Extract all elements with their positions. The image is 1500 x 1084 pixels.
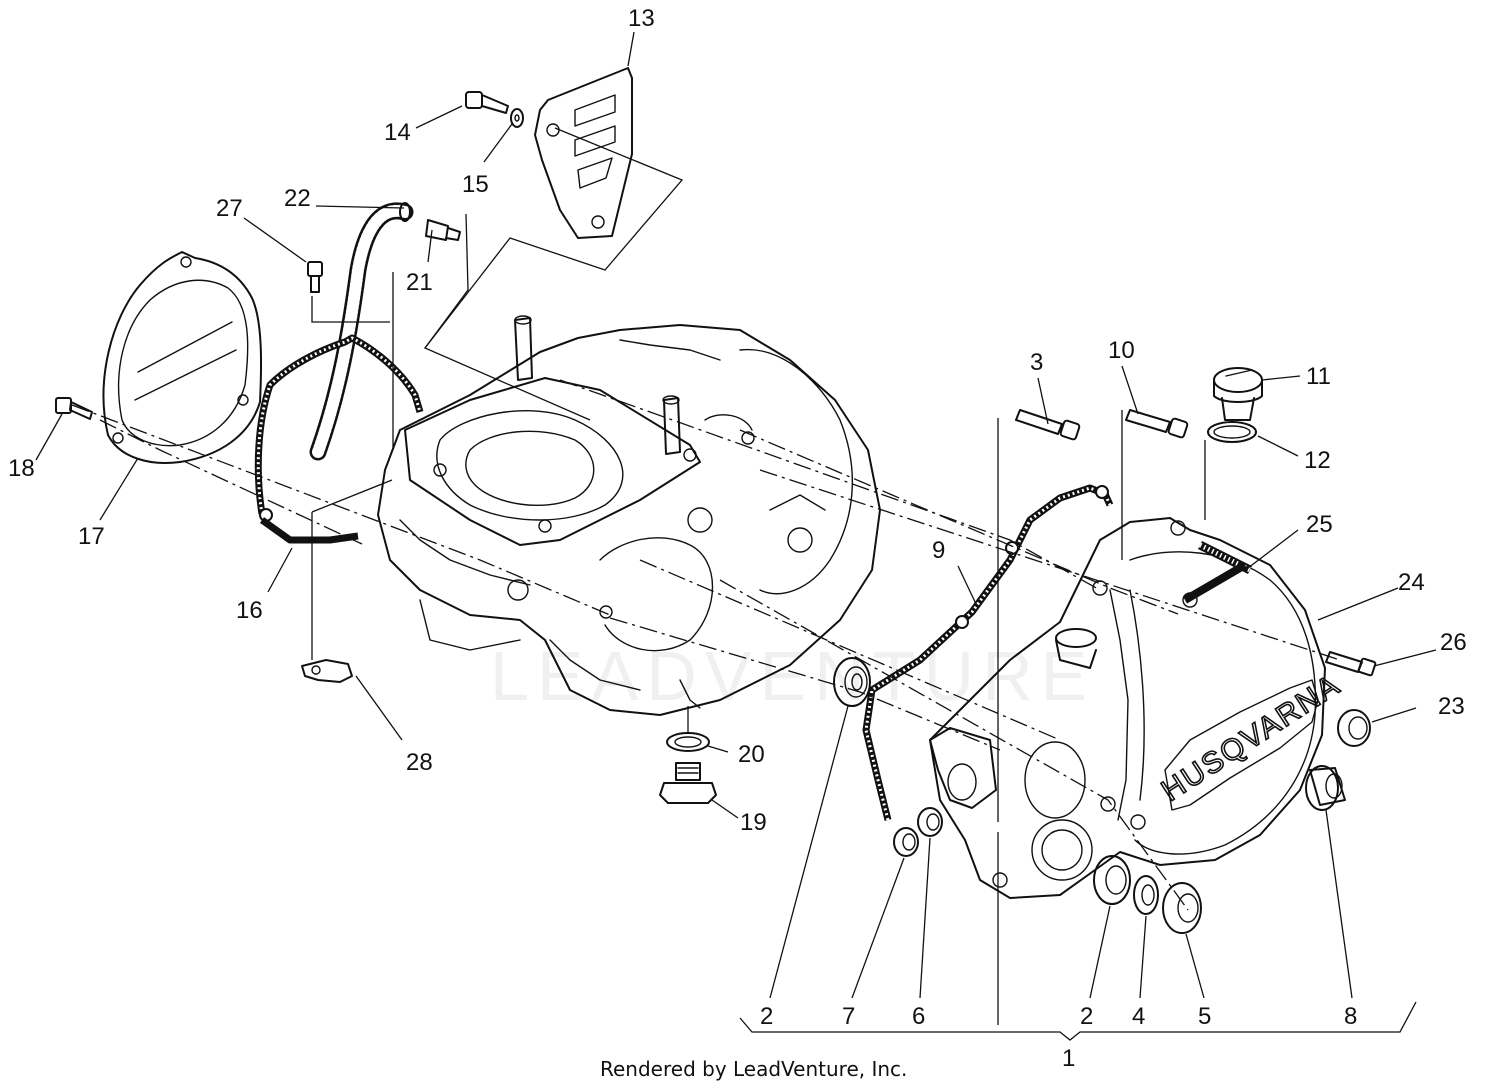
callout-2-left: 2 <box>760 1003 773 1030</box>
callout-10: 10 <box>1108 337 1135 364</box>
callout-5: 5 <box>1198 1003 1211 1030</box>
callout-16: 16 <box>236 597 263 624</box>
part-18-bolt <box>55 397 93 420</box>
part-23-seal <box>1337 709 1371 747</box>
leader-lines <box>35 31 1437 999</box>
callout-12: 12 <box>1304 447 1331 474</box>
callout-24: 24 <box>1398 569 1425 596</box>
part-28-clip <box>301 659 353 683</box>
callout-8: 8 <box>1344 1003 1357 1030</box>
callout-27: 27 <box>216 195 243 222</box>
part-19-drain-plug <box>659 762 717 804</box>
part-27-bolt <box>307 261 323 293</box>
callout-22: 22 <box>284 185 311 212</box>
callout-13: 13 <box>628 5 655 32</box>
callout-14: 14 <box>384 119 411 146</box>
part-26-bolt <box>1325 651 1377 677</box>
part-25-gasket <box>1182 561 1248 604</box>
callout-18: 18 <box>8 455 35 482</box>
part-2-bearing-right <box>1093 855 1131 905</box>
assembly-lines <box>71 127 1341 1025</box>
part-13-sprocket-guard <box>534 67 633 239</box>
callout-26: 26 <box>1440 629 1467 656</box>
part-22-hose <box>309 202 414 461</box>
part-3-bolt <box>1015 409 1081 441</box>
callout-labels: 13 14 15 22 27 21 18 17 16 28 20 19 9 3 … <box>8 5 1467 1072</box>
callout-28: 28 <box>406 749 433 776</box>
part-12-oring <box>1207 421 1257 443</box>
cover-brand-text: HUSQVARNA <box>1156 668 1347 808</box>
crankcase-body <box>377 315 881 716</box>
callout-15: 15 <box>462 171 489 198</box>
part-21-fitting <box>425 219 461 241</box>
callout-6: 6 <box>912 1003 925 1030</box>
part-7-seal <box>893 827 919 857</box>
callout-7: 7 <box>842 1003 855 1030</box>
part-2-bearing-left <box>833 657 871 707</box>
callout-4: 4 <box>1132 1003 1145 1030</box>
credit-text: Rendered by LeadVenture, Inc. <box>600 1057 907 1081</box>
assembly-bracket <box>739 1001 1417 1041</box>
part-17-ignition-cover <box>102 251 263 464</box>
part-16-gasket <box>254 334 424 544</box>
watermark-text: LEADVENTURE <box>490 637 1095 715</box>
part-6-seal <box>917 807 943 837</box>
part-11-fill-plug <box>1213 367 1263 421</box>
callout-11: 11 <box>1306 363 1331 390</box>
callout-3: 3 <box>1030 349 1043 376</box>
callout-25: 25 <box>1306 511 1333 538</box>
part-20-washer <box>666 732 710 752</box>
callout-17: 17 <box>78 523 105 550</box>
callout-1: 1 <box>1062 1045 1075 1072</box>
callout-9: 9 <box>932 537 945 564</box>
callout-21: 21 <box>406 269 433 296</box>
callout-2-right: 2 <box>1080 1003 1093 1030</box>
part-15-washer <box>510 108 524 128</box>
callout-23: 23 <box>1438 693 1465 720</box>
callout-19: 19 <box>740 809 767 836</box>
callout-20: 20 <box>738 741 765 768</box>
part-8-bearing <box>1305 765 1346 811</box>
part-14-bolt <box>465 91 509 114</box>
part-10-bolt <box>1125 409 1189 439</box>
part-5-bearing <box>1162 882 1202 934</box>
part-4-washer <box>1133 875 1159 915</box>
